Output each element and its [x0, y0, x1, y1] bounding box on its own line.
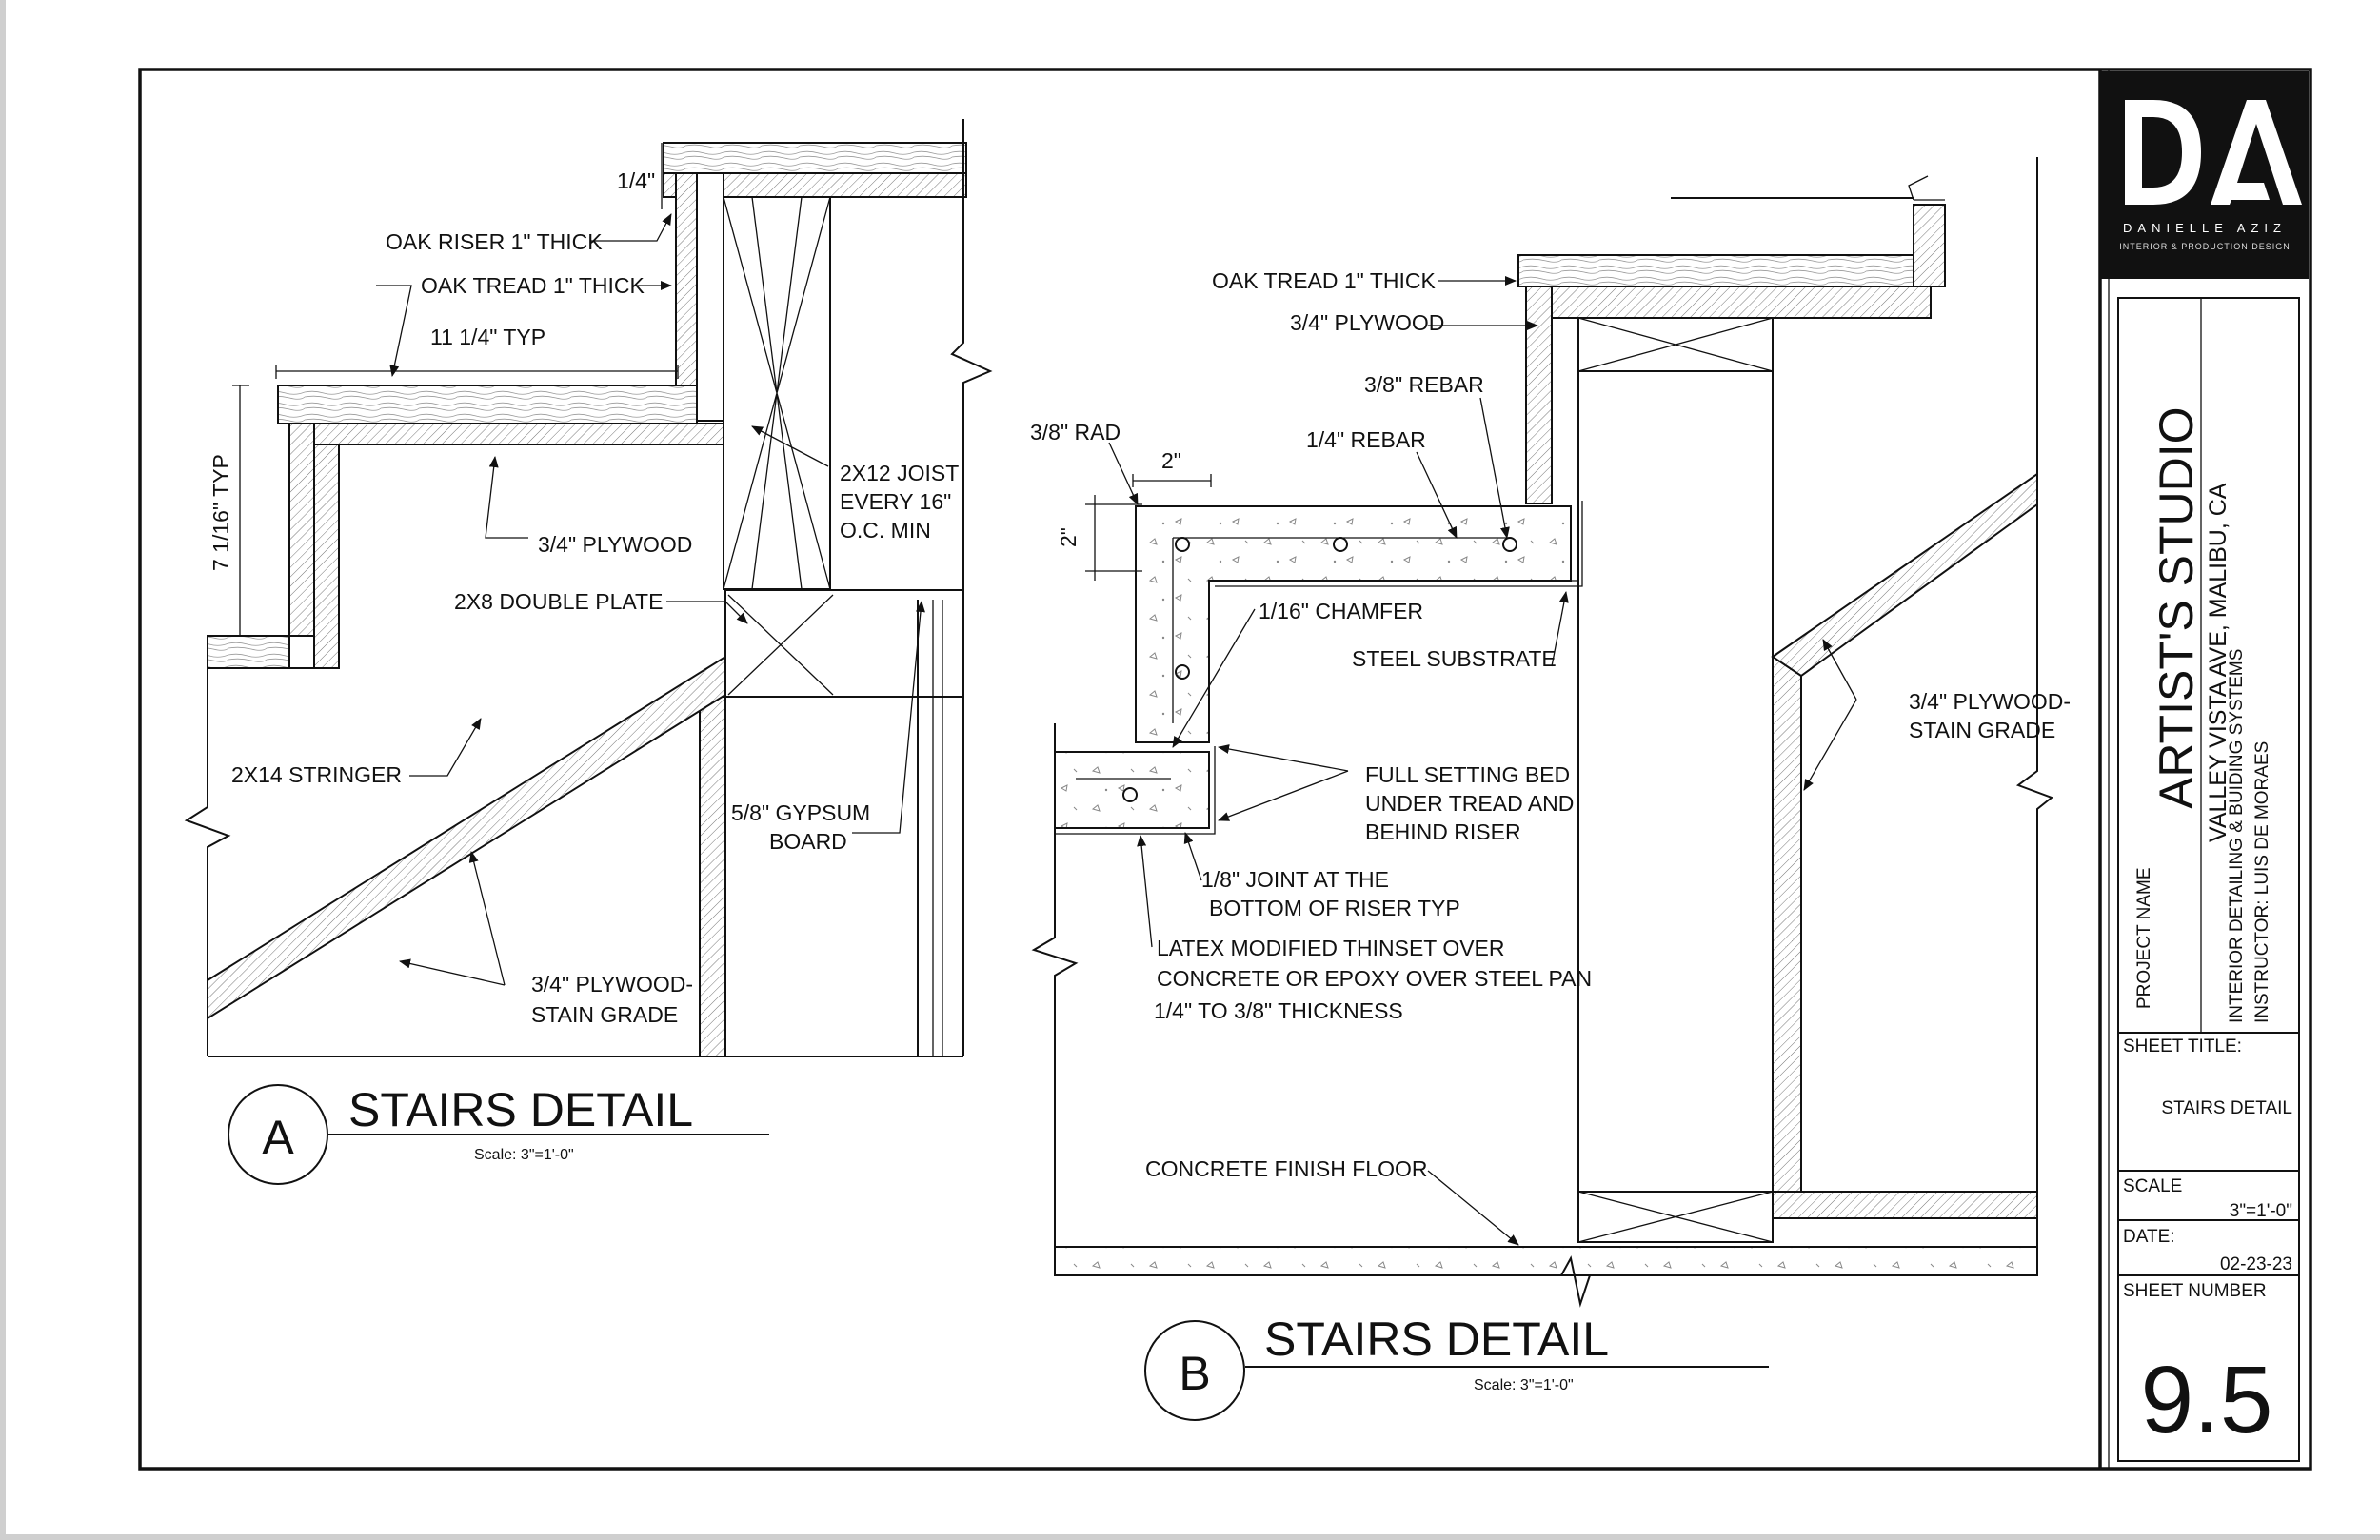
instructor-name: INSTRUCTOR: LUIS DE MORAES	[2252, 741, 2272, 1023]
a-label-quarter: 1/4"	[617, 168, 655, 193]
detail-a-title: A STAIRS DETAIL Scale: 3"=1'-0"	[228, 1083, 769, 1185]
a-label-tread-typ: 11 1/4" TYP	[430, 325, 545, 349]
b-label-setting-1: FULL SETTING BED	[1365, 762, 1570, 787]
detail-a-drawing	[184, 119, 993, 1057]
a-label-ply-stain-2: STAIN GRADE	[531, 1002, 678, 1027]
a-label-joist-3: O.C. MIN	[840, 518, 931, 543]
b-label-plywood: 3/4" PLYWOOD	[1290, 310, 1444, 335]
b-label-latex-2: CONCRETE OR EPOXY OVER STEEL PAN	[1157, 966, 1592, 991]
detail-a-marker: A	[262, 1111, 294, 1164]
a-label-stringer: 2X14 STRINGER	[231, 762, 402, 787]
detail-b-scale: Scale: 3"=1'-0"	[1474, 1377, 1574, 1393]
b-label-setting-2: UNDER TREAD AND	[1365, 791, 1574, 816]
logo-sub: INTERIOR & PRODUCTION DESIGN	[2119, 242, 2291, 251]
detail-b-drawing	[1031, 157, 2054, 1308]
b-label-floor: CONCRETE FINISH FLOOR	[1145, 1156, 1427, 1181]
scale-value: 3"=1'-0"	[2230, 1201, 2292, 1221]
a-label-double-plate: 2X8 DOUBLE PLATE	[454, 589, 663, 614]
sheet-border	[138, 68, 2312, 1471]
b-label-rad: 3/8" RAD	[1030, 420, 1121, 444]
detail-a-title-text: STAIRS DETAIL	[348, 1083, 693, 1136]
date-value: 02-23-23	[2220, 1254, 2292, 1274]
detail-a-scale: Scale: 3"=1'-0"	[474, 1147, 574, 1163]
sheet-title-label: SHEET TITLE:	[2123, 1037, 2242, 1056]
a-label-riser-typ: 7 1/16" TYP	[208, 454, 233, 571]
detail-b-title-text: STAIRS DETAIL	[1264, 1313, 1609, 1366]
b-label-rebar-38: 3/8" REBAR	[1364, 372, 1484, 397]
a-label-joist-1: 2X12 JOIST	[840, 461, 959, 485]
title-block: DANIELLE AZIZ INTERIOR & PRODUCTION DESI…	[2101, 71, 2309, 1462]
detail-b-marker: B	[1179, 1347, 1210, 1400]
a-label-joist-2: EVERY 16"	[840, 489, 951, 514]
a-label-ply-stain-1: 3/4" PLYWOOD-	[531, 972, 693, 997]
a-label-gypsum-1: 5/8" GYPSUM	[731, 800, 870, 825]
sheet-number: 9.5	[2140, 1347, 2272, 1453]
a-label-oak-tread: OAK TREAD 1" THICK	[421, 273, 645, 298]
detail-b-title: B STAIRS DETAIL Scale: 3"=1'-0"	[1144, 1313, 1769, 1421]
a-label-oak-riser: OAK RISER 1" THICK	[386, 229, 603, 254]
project-name-label: PROJECT NAME	[2134, 867, 2154, 1009]
course-name: INTERIOR DETAILING & BUIDING SYSTEMS	[2227, 649, 2247, 1023]
project-name: ARTIST'S STUDIO	[2150, 406, 2203, 809]
b-label-rebar-14: 1/4" REBAR	[1306, 427, 1426, 452]
b-label-dim-v: 2"	[1056, 527, 1081, 547]
a-label-plywood: 3/4" PLYWOOD	[538, 532, 692, 557]
logo-name: DANIELLE AZIZ	[2123, 221, 2287, 235]
a-label-gypsum-2: BOARD	[769, 829, 847, 854]
date-label: DATE:	[2123, 1227, 2175, 1247]
scale-label: SCALE	[2123, 1176, 2182, 1196]
b-label-steel: STEEL SUBSTRATE	[1352, 646, 1557, 671]
sheet-title: STAIRS DETAIL	[2161, 1098, 2292, 1118]
b-label-ply-stain-1: 3/4" PLYWOOD-	[1909, 689, 2071, 714]
b-label-chamfer: 1/16" CHAMFER	[1259, 599, 1423, 623]
b-label-oak-tread: OAK TREAD 1" THICK	[1212, 268, 1436, 293]
b-label-ply-stain-2: STAIN GRADE	[1909, 718, 2055, 742]
b-label-latex-3: 1/4" TO 3/8" THICKNESS	[1154, 998, 1403, 1023]
b-label-joint-1: 1/8" JOINT AT THE	[1201, 867, 1389, 892]
b-label-setting-3: BEHIND RISER	[1365, 819, 1521, 844]
b-label-joint-2: BOTTOM OF RISER TYP	[1209, 896, 1460, 920]
project-address: VALLEY VISTA AVE, MALIBU, CA	[2205, 483, 2231, 842]
sheet-number-label: SHEET NUMBER	[2123, 1281, 2267, 1301]
b-label-latex-1: LATEX MODIFIED THINSET OVER	[1157, 936, 1505, 960]
b-label-dim-h: 2"	[1161, 448, 1181, 473]
logo-da-mark	[2125, 100, 2302, 205]
